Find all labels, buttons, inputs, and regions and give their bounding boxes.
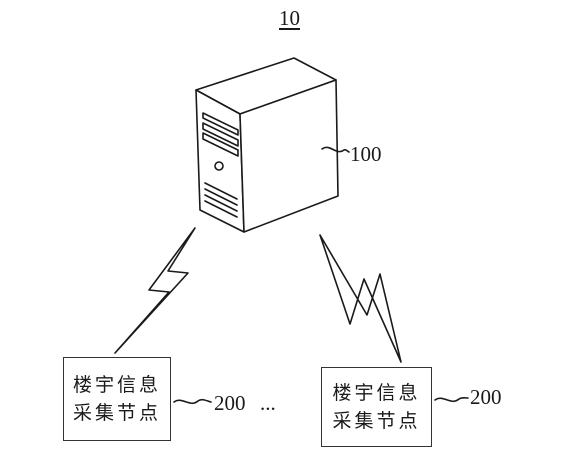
vent-line-2 xyxy=(204,188,238,206)
vent-line-4 xyxy=(204,200,238,218)
server-leader-line xyxy=(321,146,350,153)
node-left-label-line1: 楼宇信息 xyxy=(72,374,161,396)
vent-line-3 xyxy=(204,194,238,212)
node-left-label-line2: 采集节点 xyxy=(72,402,161,424)
node-left-reference-numeral: 200 xyxy=(214,391,246,415)
node-left-leader-line xyxy=(173,398,212,405)
vent-line-1 xyxy=(204,182,238,200)
drive-bay-1 xyxy=(202,112,239,136)
wireless-link-right-icon xyxy=(319,234,402,363)
drive-bay-2 xyxy=(202,122,239,147)
building-info-node-left: 楼宇信息 采集节点 xyxy=(63,357,171,441)
node-right-label-line2: 采集节点 xyxy=(332,410,421,432)
server-side-face xyxy=(239,79,339,233)
building-info-node-right: 楼宇信息 采集节点 xyxy=(321,367,432,447)
node-left-ellipsis: ... xyxy=(260,391,276,415)
node-right-leader-line xyxy=(434,396,469,403)
server-icon xyxy=(195,57,339,233)
drive-bay-3 xyxy=(202,132,239,157)
figure-number: 10 xyxy=(279,6,300,30)
node-right-label-line1: 楼宇信息 xyxy=(332,382,421,404)
wireless-link-left-icon xyxy=(114,227,196,354)
power-button-icon xyxy=(214,161,224,171)
server-reference-numeral: 100 xyxy=(350,142,382,166)
node-right-reference-numeral: 200 xyxy=(470,385,502,409)
